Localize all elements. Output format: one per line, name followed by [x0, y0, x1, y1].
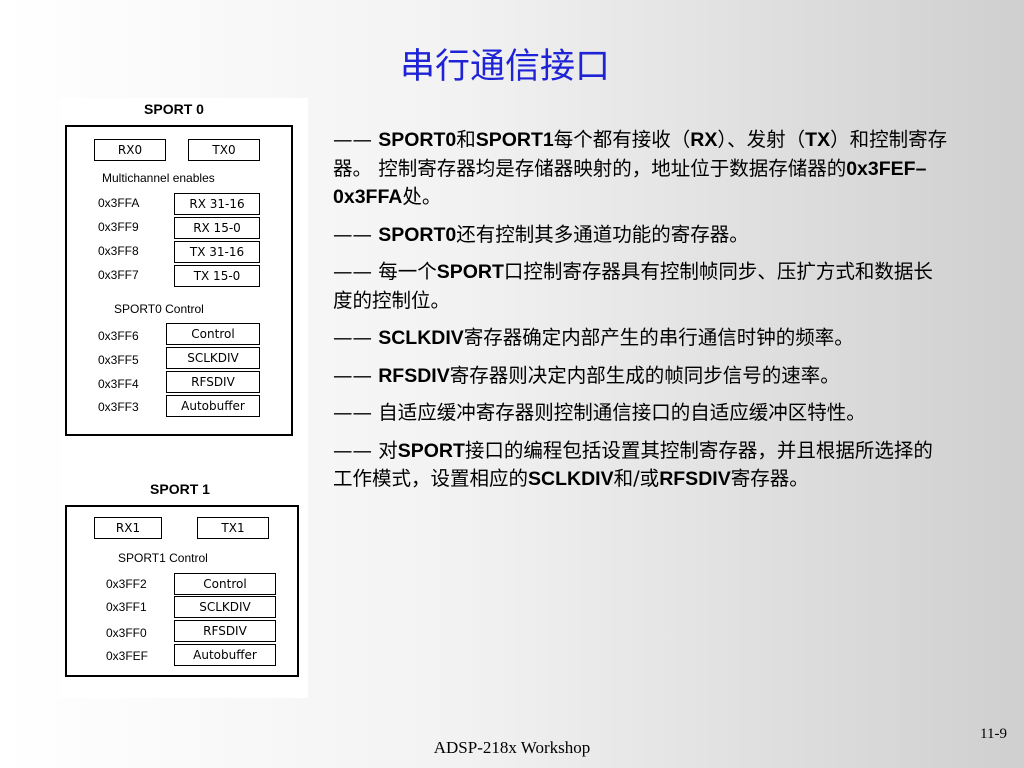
text-run: ——: [333, 260, 372, 283]
text-run: 寄存器确定内部产生的串行通信时钟的频率。: [463, 326, 854, 349]
multichannel-label: Multichannel enables: [102, 171, 215, 185]
sport0-control-label: SPORT0 Control: [114, 302, 204, 316]
register-address: 0x3FFA: [98, 196, 140, 210]
text-run: 对: [372, 438, 398, 462]
sport0-tx-register: TX0: [188, 139, 260, 161]
text-run: 寄存器则决定内部生成的帧同步信号的速率。: [449, 363, 840, 387]
bold-term: SCLKDIV: [378, 327, 464, 349]
register-address: 0x3FF3: [98, 400, 139, 414]
sport1-title: SPORT 1: [150, 481, 210, 497]
register-cell: RX 15-0: [174, 217, 260, 239]
text-run: ——: [333, 222, 372, 246]
text-run: 自适应缓冲寄存器则控制通信接口的自适应缓冲区特性。: [372, 401, 866, 424]
text-run: ）和控制寄存器。 控制寄存器均是存储器映射的，地址位于数据存储器的: [333, 128, 948, 180]
text-run: 每个都有接收（: [553, 128, 691, 151]
register-cell: SCLKDIV: [166, 347, 260, 369]
text-run: ——: [333, 438, 372, 462]
bullet-paragraph: —— SPORT0和SPORT1每个都有接收（RX）、发射（TX）和控制寄存器。…: [333, 126, 951, 212]
sport0-title: SPORT 0: [144, 101, 204, 117]
bold-term: SPORT: [436, 261, 504, 283]
bold-term: SPORT1: [475, 129, 554, 151]
sport0-frame: [65, 125, 293, 436]
bold-term: TX: [805, 129, 831, 151]
sport0-rx-register: RX0: [94, 139, 166, 161]
sport1-control-label: SPORT1 Control: [118, 551, 208, 565]
bullet-paragraph: —— SCLKDIV寄存器确定内部产生的串行通信时钟的频率。: [333, 324, 951, 353]
bullet-paragraph: —— 自适应缓冲寄存器则控制通信接口的自适应缓冲区特性。: [333, 399, 951, 428]
explanation-text: —— SPORT0和SPORT1每个都有接收（RX）、发射（TX）和控制寄存器。…: [333, 126, 951, 503]
register-address: 0x3FF5: [98, 353, 139, 367]
text-run: 和: [456, 128, 476, 151]
text-run: ——: [333, 128, 372, 151]
register-cell: RFSDIV: [166, 371, 260, 393]
text-run: ）、发射（: [717, 128, 806, 151]
bold-term: RFSDIV: [378, 364, 450, 387]
register-address: 0x3FF0: [106, 626, 147, 640]
register-cell: Autobuffer: [174, 644, 276, 666]
register-address: 0x3FF7: [98, 268, 139, 282]
register-address: 0x3FF4: [98, 377, 139, 391]
register-cell: SCLKDIV: [174, 596, 276, 618]
bullet-paragraph: —— SPORT0还有控制其多通道功能的寄存器。: [333, 221, 951, 250]
bold-term: RFSDIV: [659, 468, 731, 490]
bold-term: SPORT0: [378, 223, 457, 246]
bold-term: SPORT0: [378, 129, 457, 151]
text-run: 还有控制其多通道功能的寄存器。: [456, 222, 749, 246]
register-cell: Control: [174, 573, 276, 595]
bullet-paragraph: —— 对SPORT接口的编程包括设置其控制寄存器，并且根据所选择的工作模式，设置…: [333, 437, 951, 494]
text-run: 寄存器。: [730, 467, 809, 490]
text-run: 和/或: [613, 467, 660, 490]
bullet-paragraph: —— RFSDIV寄存器则决定内部生成的帧同步信号的速率。: [333, 362, 951, 391]
bullet-paragraph: —— 每一个SPORT口控制寄存器具有控制帧同步、压扩方式和数据长度的控制位。: [333, 258, 951, 315]
sport1-rx-register: RX1: [94, 517, 162, 539]
footer-text: ADSP-218x Workshop: [433, 738, 591, 757]
slide-title: 串行通信接口: [399, 47, 610, 87]
sport-register-diagram: SPORT 0 RX0 TX0 Multichannel enables 0x3…: [60, 98, 308, 698]
bold-term: SCLKDIV: [528, 468, 614, 490]
sport1-frame: [65, 505, 299, 677]
register-address: 0x3FF2: [106, 577, 147, 591]
bold-term: SPORT: [397, 439, 465, 462]
bold-term: RX: [690, 129, 718, 151]
register-address: 0x3FEF: [106, 649, 149, 663]
slide-number: 11-9: [980, 726, 1007, 742]
text-run: ——: [333, 326, 372, 349]
text-run: 接口的编程包括设置其控制寄存器，并且根据所选择的工作模式，设置相应的: [333, 438, 933, 491]
register-cell: Control: [166, 323, 260, 345]
register-address: 0x3FF6: [98, 329, 139, 343]
text-run: ——: [333, 363, 372, 387]
register-cell: Autobuffer: [166, 395, 260, 417]
register-address: 0x3FF1: [106, 600, 147, 614]
register-cell: RFSDIV: [174, 620, 276, 642]
bold-term: 0x3FEF–0x3FFA: [333, 157, 927, 209]
text-run: ——: [333, 401, 372, 424]
register-cell: TX 15-0: [174, 265, 260, 287]
register-address: 0x3FF9: [98, 220, 139, 234]
text-run: 处。: [402, 185, 442, 208]
register-address: 0x3FF8: [98, 244, 139, 258]
register-cell: TX 31-16: [174, 241, 260, 263]
text-run: 口控制寄存器具有控制帧同步、压扩方式和数据长度的控制位。: [333, 260, 933, 312]
register-cell: RX 31-16: [174, 193, 260, 215]
sport1-tx-register: TX1: [197, 517, 269, 539]
text-run: 每一个: [372, 260, 437, 283]
